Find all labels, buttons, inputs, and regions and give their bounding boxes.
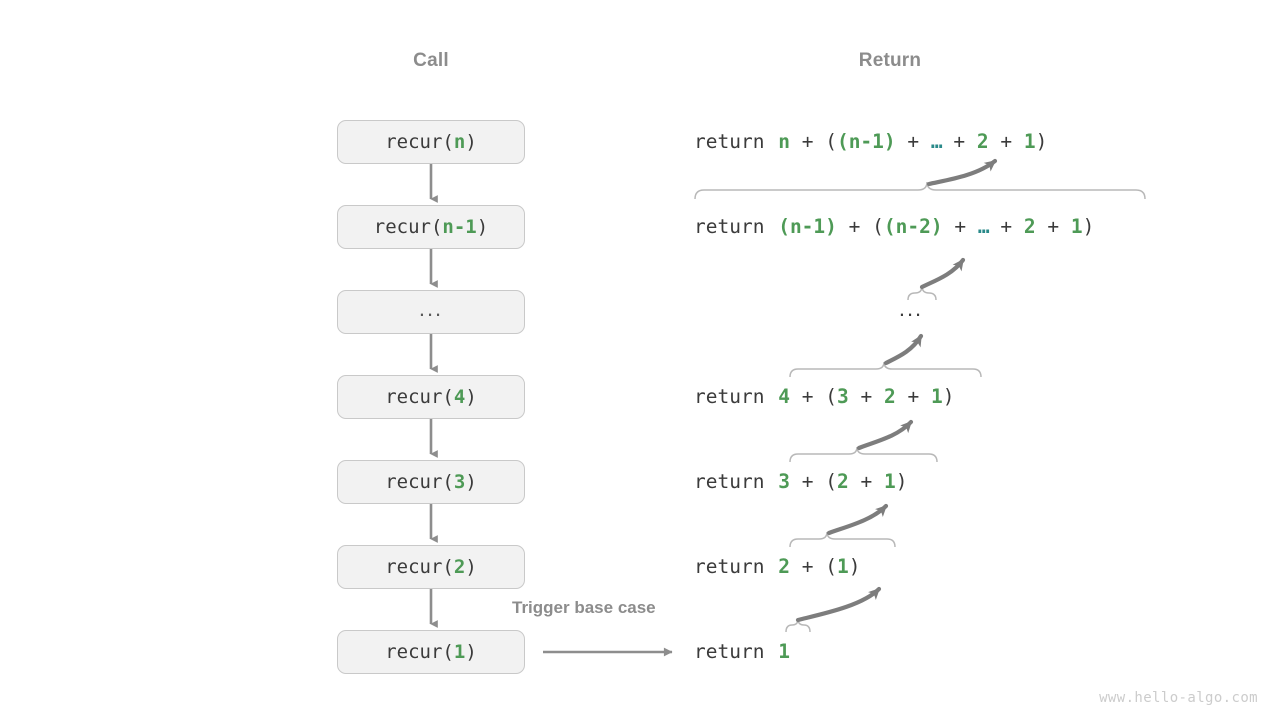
return-arrow-4-to-3 bbox=[856, 419, 914, 451]
column-header-call: Call bbox=[413, 50, 449, 71]
return-brace-1 bbox=[694, 181, 1146, 200]
brace-path bbox=[789, 446, 938, 463]
call-box-recur-2: recur(2) bbox=[337, 545, 525, 589]
call-fn-name: recur( bbox=[385, 386, 454, 408]
return-brace-3 bbox=[789, 361, 982, 378]
return-keyword: return bbox=[694, 555, 765, 578]
return-arrow-path bbox=[919, 257, 966, 290]
call-arg: 4 bbox=[453, 386, 466, 408]
return-arrow-6-to-5 bbox=[795, 586, 882, 623]
brace-path bbox=[694, 181, 1146, 200]
call-paren-close: ) bbox=[465, 556, 477, 578]
call-paren-close: ) bbox=[465, 641, 477, 663]
return-arrow-path bbox=[795, 586, 882, 623]
call-box-text: recur(3) bbox=[385, 471, 477, 493]
call-box-ellipsis-text: ... bbox=[418, 296, 444, 321]
call-box-recur-n: recur(n) bbox=[337, 120, 525, 164]
return-keyword: return bbox=[694, 640, 765, 663]
call-fn-name: recur( bbox=[385, 641, 454, 663]
call-paren-close: ) bbox=[465, 386, 477, 408]
return-line-3: return 3 + (2 + 1) bbox=[694, 469, 907, 495]
return-arrow-1-to-0 bbox=[926, 158, 998, 187]
return-expression: 3 + (2 + 1) bbox=[778, 470, 908, 493]
brace-path bbox=[789, 531, 896, 548]
call-paren-close: ) bbox=[465, 131, 477, 153]
call-arg: 2 bbox=[453, 556, 466, 578]
call-box-text: recur(n) bbox=[385, 131, 477, 153]
call-fn-name: recur( bbox=[373, 216, 443, 238]
return-brace-4 bbox=[789, 446, 938, 463]
call-arg: n bbox=[453, 131, 466, 153]
return-expression: (n-1) + ((n-2) + … + 2 + 1) bbox=[778, 215, 1095, 238]
return-expression: 4 + (3 + 2 + 1) bbox=[778, 385, 955, 408]
watermark: www.hello-algo.com bbox=[1099, 690, 1258, 706]
return-keyword: return bbox=[694, 130, 765, 153]
call-fn-name: recur( bbox=[385, 471, 454, 493]
return-arrow-path bbox=[926, 158, 998, 187]
call-paren-close: ) bbox=[476, 216, 489, 238]
brace-path bbox=[785, 618, 811, 633]
return-expression: 1 bbox=[778, 640, 790, 663]
call-arg: n-1 bbox=[442, 216, 477, 238]
return-line-n-minus-1: return (n-1) + ((n-2) + … + 2 + 1) bbox=[694, 214, 1094, 240]
call-box-text: recur(1) bbox=[385, 641, 477, 663]
return-line-1: return 1 bbox=[694, 639, 790, 665]
call-box-text: recur(4) bbox=[385, 386, 477, 408]
return-arrow-path bbox=[883, 333, 924, 366]
return-keyword: return bbox=[694, 385, 765, 408]
call-fn-name: recur( bbox=[385, 556, 454, 578]
call-arg: 3 bbox=[453, 471, 466, 493]
return-arrow-path bbox=[826, 503, 889, 536]
call-box-recur-1: recur(1) bbox=[337, 630, 525, 674]
return-keyword: return bbox=[694, 215, 765, 238]
call-paren-close: ) bbox=[465, 471, 477, 493]
return-expression: n + ((n-1) + … + 2 + 1) bbox=[778, 130, 1048, 153]
return-keyword: return bbox=[694, 470, 765, 493]
call-box-ellipsis: ... bbox=[337, 290, 525, 334]
return-arrow-path bbox=[856, 419, 914, 451]
call-box-recur-n-minus-1: recur(n-1) bbox=[337, 205, 525, 249]
call-box-text: recur(2) bbox=[385, 556, 477, 578]
return-arrow-2-to-1 bbox=[919, 257, 966, 290]
return-ellipsis: ... bbox=[898, 296, 924, 321]
return-arrow-3-to-2 bbox=[883, 333, 924, 366]
return-arrow-5-to-4 bbox=[826, 503, 889, 536]
call-fn-name: recur( bbox=[385, 131, 454, 153]
call-box-recur-4: recur(4) bbox=[337, 375, 525, 419]
return-brace-6 bbox=[785, 618, 811, 633]
return-line-4: return 4 + (3 + 2 + 1) bbox=[694, 384, 954, 410]
call-box-text: recur(n-1) bbox=[374, 216, 488, 238]
return-line-2: return 2 + (1) bbox=[694, 554, 860, 580]
return-brace-5 bbox=[789, 531, 896, 548]
call-box-recur-3: recur(3) bbox=[337, 460, 525, 504]
brace-path bbox=[789, 361, 982, 378]
trigger-base-case-label: Trigger base case bbox=[512, 598, 656, 617]
return-line-n: return n + ((n-1) + … + 2 + 1) bbox=[694, 129, 1047, 155]
column-header-return: Return bbox=[858, 50, 922, 71]
call-arg: 1 bbox=[453, 641, 466, 663]
return-expression: 2 + (1) bbox=[778, 555, 861, 578]
